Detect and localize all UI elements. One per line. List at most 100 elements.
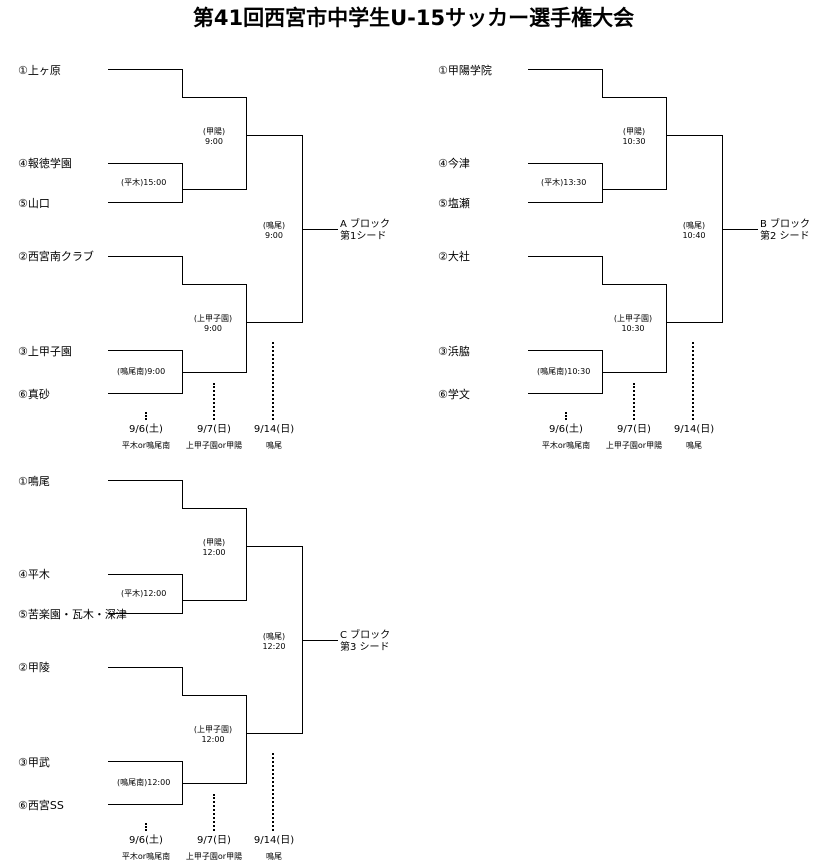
bracket-line [602,189,666,190]
bracket-line [108,69,182,70]
bracket-line [246,695,247,784]
match-venue-final: (鳴尾) 10:40 [668,221,720,241]
team-seed-3: ③甲武 [18,756,50,769]
bracket-line [666,97,667,190]
match-venue-sf-top: (甲陽) 12:00 [184,538,244,558]
team-seed-5: ⑤塩瀬 [438,197,470,210]
date-dotted-line [692,342,694,420]
match-venue-r1-top: (平木)12:00 [121,589,167,598]
bracket-line [108,202,182,203]
team-seed-2: ②大社 [438,250,470,263]
venue-time: 12:00 [202,548,226,557]
team-seed-4: ④今津 [438,157,470,170]
block-name: C ブロック [340,630,391,641]
schedule-loc-2: 上甲子園or甲陽 [185,441,243,450]
match-venue-final: (鳴尾) 12:20 [248,632,300,652]
bracket-line [182,574,183,614]
venue-time: 9:00 [265,231,283,240]
bracket-line [528,393,602,394]
bracket-line [182,256,183,284]
match-venue-r1-bottom: (鳴尾南)10:30 [537,367,591,376]
bracket-line [246,135,302,136]
schedule-loc-1: 平木or鳴尾南 [541,441,591,450]
bracket-line [302,229,338,230]
venue-place: (上甲子園) [193,725,233,734]
bracket-line [602,163,603,203]
bracket-line [182,69,183,97]
bracket-block-a: ①上ヶ原 ④報徳学園 ⑤山口 ②西宮南クラブ ③上甲子園 ⑥真砂 (平木)15:… [0,0,400,450]
team-seed-4: ④平木 [18,568,50,581]
venue-place: (鳴尾) [262,221,286,230]
date-dotted-line [272,753,274,831]
schedule-loc-2: 上甲子園or甲陽 [605,441,663,450]
block-name: A ブロック [340,219,391,230]
block-winner-label: C ブロック 第3 シード [340,630,390,654]
bracket-block-b: ①甲陽学院 ④今津 ⑤塩瀬 ②大社 ③浜脇 ⑥学文 (平木)13:30 (甲陽)… [420,0,820,450]
bracket-line [602,69,603,97]
team-seed-6: ⑥学文 [438,388,470,401]
bracket-line [722,229,758,230]
bracket-line [108,761,182,762]
match-venue-sf-bottom: (上甲子園) 10:30 [600,314,666,334]
bracket-line [182,667,183,695]
venue-place: (甲陽) [202,127,226,136]
venue-place: (甲陽) [202,538,226,547]
date-dotted-line [213,794,215,831]
bracket-line [108,574,182,575]
schedule-date-3: 9/14(日) [253,424,295,435]
bracket-block-c: ①鳴尾 ④平木 ⑤苦楽園・瓦木・深津 ②甲陵 ③甲武 ⑥西宮SS (平木)12:… [0,411,400,861]
bracket-line [528,202,602,203]
bracket-line [666,322,722,323]
match-venue-r1-bottom: (鳴尾南)9:00 [117,367,166,376]
match-venue-r1-top: (平木)13:30 [541,178,587,187]
bracket-line [182,97,246,98]
bracket-line [246,284,247,373]
schedule-date-2: 9/7(日) [197,424,231,435]
venue-time: 9:00 [204,324,222,333]
bracket-line [182,163,183,203]
bracket-line [528,69,602,70]
team-seed-6: ⑥西宮SS [18,799,64,812]
team-seed-5: ⑤山口 [18,197,50,210]
bracket-line [666,284,667,373]
bracket-line [602,284,666,285]
bracket-line [182,189,246,190]
schedule-loc-1: 平木or鳴尾南 [121,852,171,861]
bracket-line [528,350,602,351]
match-venue-sf-top: (甲陽) 9:00 [184,127,244,147]
bracket-line [108,804,182,805]
team-seed-3: ③浜脇 [438,345,470,358]
bracket-line [246,546,302,547]
match-venue-final: (鳴尾) 9:00 [248,221,300,241]
venue-place: (鳴尾) [682,221,706,230]
schedule-date-2: 9/7(日) [617,424,651,435]
bracket-line [108,393,182,394]
match-venue-r1-top: (平木)15:00 [121,178,167,187]
venue-place: (上甲子園) [193,314,233,323]
bracket-line [108,163,182,164]
team-seed-1: ①甲陽学院 [438,64,492,77]
bracket-line [246,733,302,734]
venue-time: 10:30 [621,324,645,333]
bracket-line [528,163,602,164]
team-seed-2: ②西宮南クラブ [18,250,94,263]
bracket-line [108,256,182,257]
bracket-line [528,256,602,257]
date-dotted-line [565,412,567,420]
bracket-line [182,372,246,373]
block-seed: 第1シード [340,231,387,242]
date-dotted-line [145,412,147,420]
date-dotted-line [272,342,274,420]
bracket-line [108,613,182,614]
bracket-line [246,97,247,190]
team-seed-6: ⑥真砂 [18,388,50,401]
schedule-loc-3: 鳴尾 [266,852,282,861]
bracket-line [602,97,666,98]
venue-time: 12:00 [201,735,225,744]
bracket-line [246,322,302,323]
match-venue-sf-bottom: (上甲子園) 9:00 [180,314,246,334]
bracket-line [182,480,183,508]
venue-place: (鳴尾) [262,632,286,641]
bracket-line [182,284,246,285]
match-venue-r1-bottom: (鳴尾南)12:00 [117,778,171,787]
